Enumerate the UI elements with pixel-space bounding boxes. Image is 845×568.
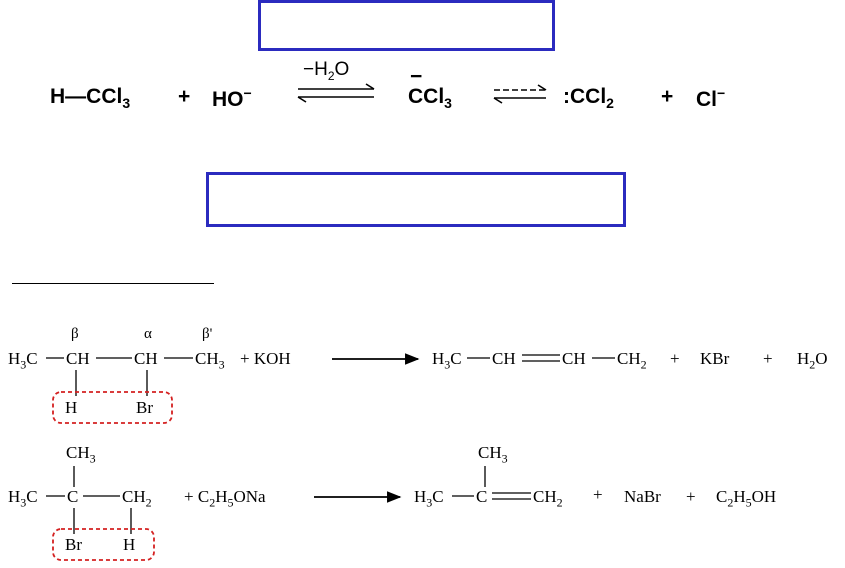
substituent-h: H xyxy=(123,535,136,554)
group-h3c: H3C xyxy=(8,349,38,372)
reagent-sodium-ethoxide: + C2H5ONa xyxy=(184,487,266,510)
equilibrium-arrow-2 xyxy=(493,84,547,104)
product-ch2: CH2 xyxy=(533,487,563,510)
title-box-top xyxy=(258,0,555,51)
reagent-koh: + KOH xyxy=(240,349,291,368)
product-dichlorocarbene: :CCl2 xyxy=(563,85,614,112)
plus-sign: + xyxy=(178,85,191,108)
substituent-br: Br xyxy=(136,398,153,417)
product-h3c: H3C xyxy=(432,349,462,372)
group-ch2: CH2 xyxy=(122,487,152,510)
product-central-c: C xyxy=(476,487,488,506)
product-h3c: H3C xyxy=(414,487,444,510)
label-beta: β xyxy=(71,326,79,342)
group-central-c: C xyxy=(67,487,79,506)
bonds-reaction-2 xyxy=(46,354,615,396)
plus-sign: + xyxy=(686,487,696,506)
elimination-highlight-2 xyxy=(52,391,173,424)
group-ch-alpha: CH xyxy=(134,349,158,368)
title-box-middle xyxy=(206,172,626,227)
intermediate-trichloromethanide: CCl3 xyxy=(408,85,452,112)
product-nabr: NaBr xyxy=(624,487,661,506)
group-ch3: CH3 xyxy=(195,349,225,372)
plus-sign: + xyxy=(670,349,680,368)
label-beta-prime: β' xyxy=(202,326,213,342)
product-ch-2: CH xyxy=(562,349,586,368)
product-ch2: CH2 xyxy=(617,349,647,372)
plus-sign: + xyxy=(661,85,674,108)
product-top-ch3: CH3 xyxy=(478,443,508,466)
reactant-hydroxide: HO− xyxy=(212,85,252,111)
arrow-label-water-loss: −H2O xyxy=(303,59,350,83)
section-underline xyxy=(12,283,214,284)
group-h3c: H3C xyxy=(8,487,38,510)
product-chloride: Cl− xyxy=(696,85,726,111)
bonds-reaction-3 xyxy=(46,466,531,534)
product-kbr: KBr xyxy=(700,349,730,368)
group-top-ch3: CH3 xyxy=(66,443,96,466)
carbanion-charge: − xyxy=(410,65,423,88)
plus-sign: + xyxy=(763,349,773,368)
group-ch-beta: CH xyxy=(66,349,90,368)
label-alpha: α xyxy=(144,326,152,342)
reactant-chloroform: H—CCl3 xyxy=(50,85,131,112)
plus-sign: + xyxy=(593,485,603,504)
substituent-h: H xyxy=(65,398,78,417)
substituent-br: Br xyxy=(65,535,82,554)
product-water: H2O xyxy=(797,349,828,372)
equilibrium-arrow-1 xyxy=(297,83,375,103)
product-ethanol: C2H5OH xyxy=(716,487,777,510)
product-ch-1: CH xyxy=(492,349,516,368)
elimination-highlight-3 xyxy=(52,528,155,561)
